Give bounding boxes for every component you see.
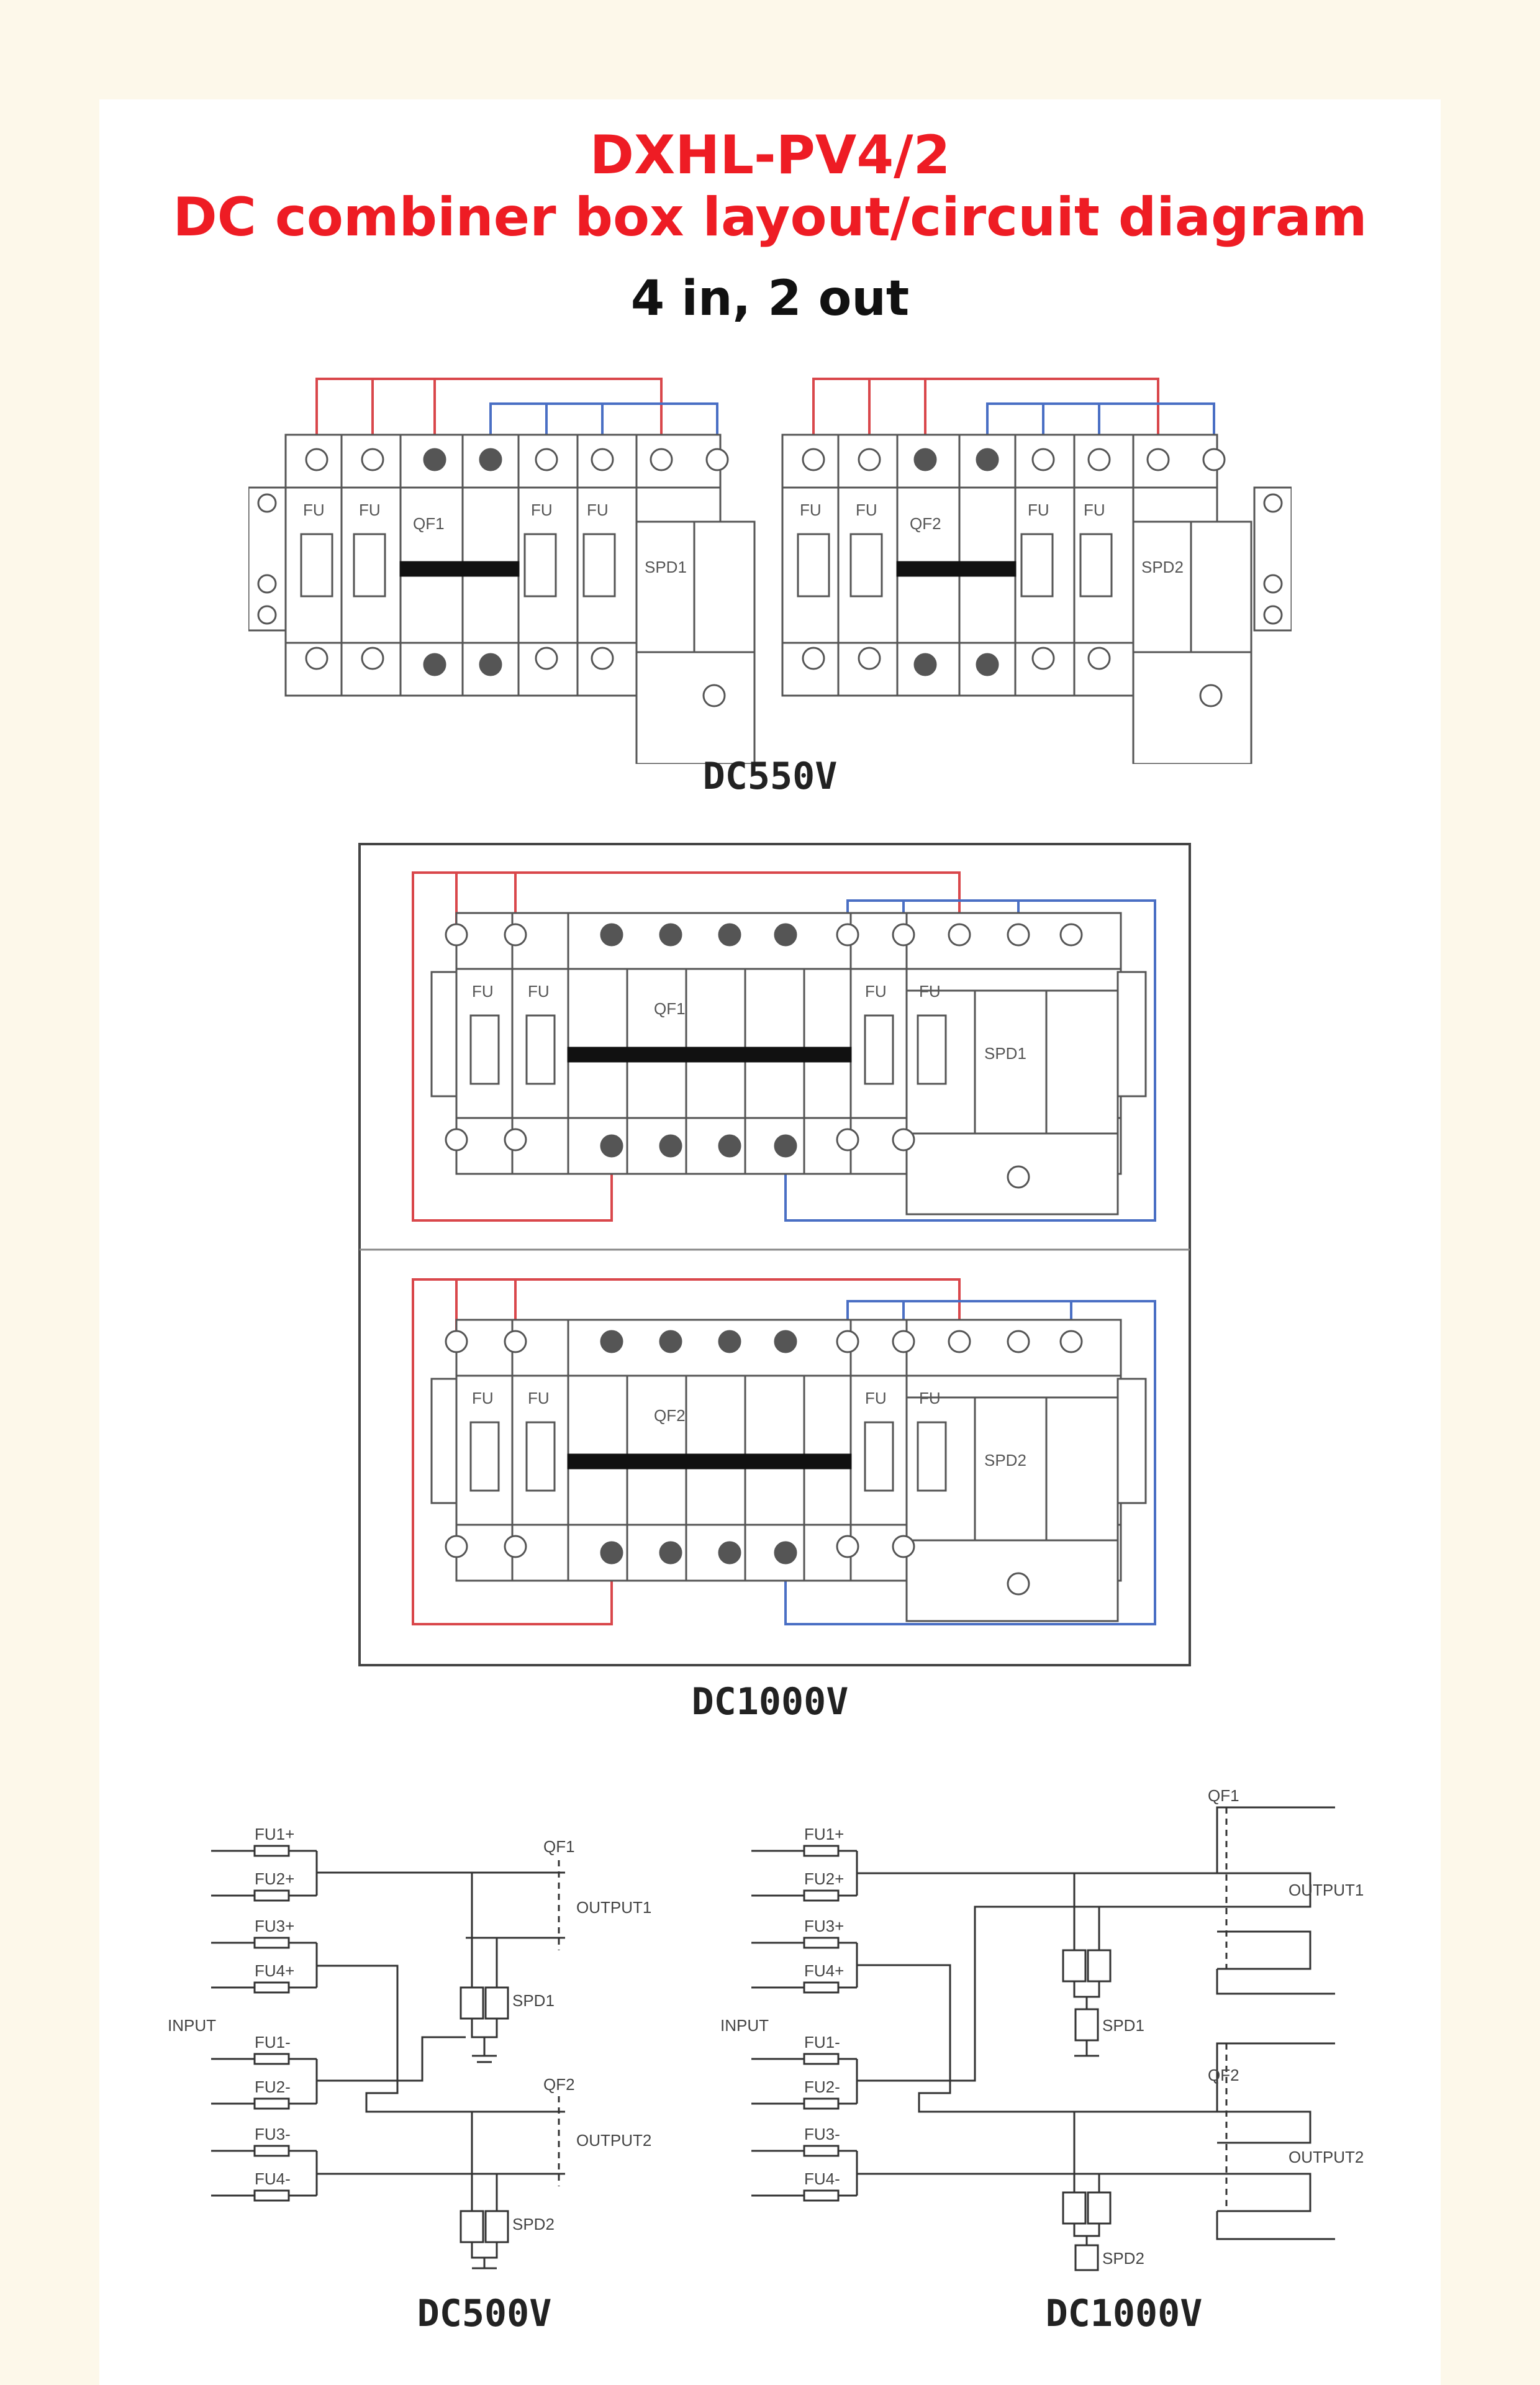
dc500-caption: DC500V [417, 2292, 552, 2335]
dc1000-bottom-unit [430, 1319, 1147, 1622]
dc550-left-unit [248, 434, 756, 764]
dc1000-fuse-label: FU3+ [804, 1917, 844, 1935]
dc550-left-spd-label: SPD1 [645, 558, 687, 576]
io-count: 4 in, 2 out [630, 271, 910, 327]
dc550-right-spd-label: SPD2 [1141, 558, 1184, 576]
dc1000-bottom-fuse-label: FU [865, 1389, 887, 1407]
dc550-right-fuse-label: FU [856, 501, 877, 519]
dc550-right-fuse-label: FU [1084, 501, 1105, 519]
dc500-output2-label: OUTPUT2 [576, 2131, 651, 2150]
dc1000-fuse-label: FU4+ [804, 1961, 844, 1980]
dc1000-output2-label: OUTPUT2 [1289, 2148, 1364, 2166]
dc1000-top-breaker-label: QF1 [654, 999, 686, 1018]
dc500-spd1-label: SPD1 [512, 1991, 555, 2010]
dc1000-top-fuse-label: FU [865, 982, 887, 1001]
dc550-right-fuse-label: FU [1028, 501, 1049, 519]
dc500-qf2-label: QF2 [543, 2075, 575, 2094]
dc500-fuse-label: FU3- [255, 2125, 291, 2143]
dc1000-bottom-fuse-label: FU [919, 1389, 941, 1407]
dc1000-fuse-label: FU1- [804, 2033, 840, 2051]
dc1000-fuse-label: FU2+ [804, 1869, 844, 1888]
dc550-right-unit [781, 434, 1292, 764]
dc500-schematic: FU1+ FU2+ FU3+ FU4+ FU1- FU2- FU3- FU4- … [168, 1825, 651, 2269]
dc1000-schematic-caption: DC1000V [1045, 2292, 1203, 2335]
dc550-terminals [257, 448, 1283, 707]
dc1000-fuse-label: FU3- [804, 2125, 840, 2143]
dc550-left-fuse-label: FU [587, 501, 609, 519]
dc1000-top-fuse-label: FU [528, 982, 550, 1001]
dc1000-bottom-fuse-label: FU [528, 1389, 550, 1407]
model-title: DXHL-PV4/2 [589, 124, 951, 186]
dc1000-output1-label: OUTPUT1 [1289, 1881, 1364, 1899]
dc1000-top-spd-label: SPD1 [984, 1044, 1026, 1063]
dc1000-bottom-breaker-label: QF2 [654, 1406, 686, 1425]
dc1000-input-label: INPUT [720, 2016, 769, 2035]
dc500-output1-label: OUTPUT1 [576, 1898, 651, 1917]
dc1000-qf1-label: QF1 [1208, 1786, 1239, 1805]
dc550-right-fuse-label: FU [800, 501, 822, 519]
dc500-fuse-label: FU3+ [255, 1917, 294, 1935]
dc1000-schematic: FU1+ FU2+ FU3+ FU4+ FU1- FU2- FU3- FU4- … [720, 1786, 1364, 2271]
dc500-spd2-label: SPD2 [512, 2215, 555, 2233]
dc500-fuse-label: FU1- [255, 2033, 291, 2051]
dc500-fuse-label: FU2+ [255, 1869, 294, 1888]
dc550-left-fuse-label: FU [531, 501, 553, 519]
dc500-fuse-label: FU4+ [255, 1961, 294, 1980]
dc550-right-breaker-label: QF2 [910, 514, 941, 533]
dc550-caption: DC550V [702, 755, 838, 798]
dc1000-fuse-label: FU4- [804, 2169, 840, 2188]
dc500-fuse-label: FU1+ [255, 1825, 294, 1843]
dc1000-qf2-label: QF2 [1208, 2066, 1239, 2084]
dc1000-layout-diagram: FU FU QF1 FU FU SPD1 FU FU QF2 FU FU SPD… [358, 843, 1191, 1666]
diagram-subtitle: DC combiner box layout/circuit diagram [173, 186, 1367, 248]
dc1000-top-fuse-label: FU [919, 982, 941, 1001]
dc1000-fuse-label: FU1+ [804, 1825, 844, 1843]
dc1000-top-fuse-label: FU [472, 982, 494, 1001]
dc500-qf1-label: QF1 [543, 1837, 575, 1856]
dc550-layout-diagram: FU FU QF1 FU FU SPD1 FU FU QF2 FU FU SPD… [248, 378, 1292, 764]
dc1000-layout-caption: DC1000V [691, 1680, 849, 1724]
dc1000-fuse-label: FU2- [804, 2078, 840, 2096]
dc500-fuse-label: FU2- [255, 2078, 291, 2096]
dc1000-terminals [445, 923, 1083, 1596]
dc500-fuse-label: FU4- [255, 2169, 291, 2188]
dc1000-bottom-fuse-label: FU [472, 1389, 494, 1407]
dc550-left-fuse-label: FU [359, 501, 381, 519]
dc1000-top-unit [430, 912, 1147, 1215]
dc550-left-breaker-label: QF1 [413, 514, 445, 533]
dc1000-spd1-label: SPD1 [1102, 2016, 1144, 2035]
dc1000-bottom-spd-label: SPD2 [984, 1451, 1026, 1470]
dc1000-spd2-label: SPD2 [1102, 2249, 1144, 2268]
dc500-input-label: INPUT [168, 2016, 216, 2035]
dc550-left-fuse-label: FU [303, 501, 325, 519]
